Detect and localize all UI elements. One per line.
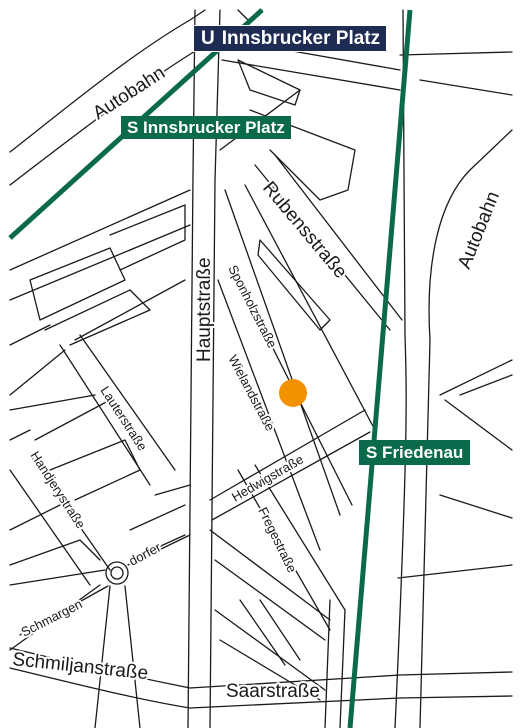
- autobahn-left-label: Autobahn: [89, 62, 169, 124]
- hedwigstrasse-label: Hedwigstraße: [229, 452, 306, 505]
- street-labels: Autobahn Autobahn Rubensstraße Hauptstra…: [9, 60, 506, 704]
- autobahn-right-label: Autobahn: [454, 189, 504, 272]
- lauterstrasse-label: Lauterstraße: [97, 383, 150, 453]
- u-innsbrucker-platz-station[interactable]: U Innsbrucker Platz: [193, 25, 388, 52]
- handjerystrasse-label: Handjerystraße: [27, 448, 88, 531]
- schmargen-label: Schmargen: [19, 596, 85, 640]
- hauptstrasse-label: Hauptstraße: [194, 257, 215, 362]
- dorfer-label: dorfer: [126, 539, 164, 569]
- road-network: [9, 9, 513, 728]
- sponholzstrasse-label: Sponholzstraße: [225, 263, 280, 351]
- fregestrasse-label: Fregestraße: [255, 505, 300, 575]
- s-bahn-wannseebahn-line: [347, 9, 413, 728]
- location-marker[interactable]: [279, 379, 307, 407]
- s-innsbrucker-platz-station[interactable]: S Innsbrucker Platz: [121, 116, 291, 139]
- saarstrasse-label: Saarstraße: [226, 681, 320, 702]
- u-bahn-prefix: U: [201, 28, 215, 49]
- u-station-name: Innsbrucker Platz: [221, 28, 381, 49]
- schmiljanstrasse-label: Schmiljanstraße: [11, 649, 149, 684]
- wielandstrasse-label: Wielandstraße: [225, 352, 278, 433]
- s-friedenau-station[interactable]: S Friedenau: [359, 440, 471, 465]
